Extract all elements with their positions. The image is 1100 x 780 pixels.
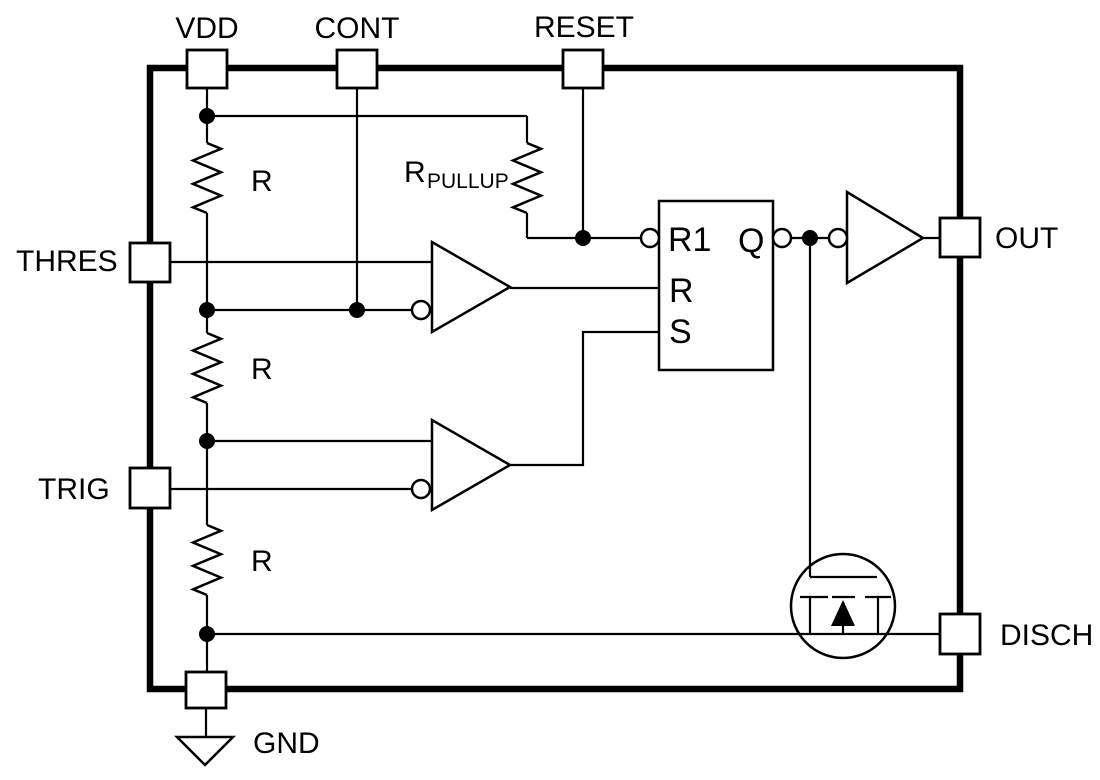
latch-s-label: S <box>669 313 692 351</box>
latch-q-label: Q <box>738 222 764 260</box>
resistor-top-label: R <box>251 165 273 198</box>
output-buffer <box>845 189 926 286</box>
latch-r1-input-bubble <box>639 227 661 249</box>
pin-disch <box>938 612 982 656</box>
pin-thres-label: THRES <box>16 245 118 278</box>
mosfet-body-circle <box>789 552 897 660</box>
pin-gnd <box>184 670 228 710</box>
ground-symbol <box>173 735 237 767</box>
pin-cont-label: CONT <box>315 12 400 45</box>
pin-reset <box>561 48 605 90</box>
junction-cont-node <box>349 302 365 318</box>
resistor-middle-label: R <box>251 353 273 386</box>
pin-thres <box>128 241 172 284</box>
resistor-divider-top <box>189 141 225 215</box>
resistor-bottom-label: R <box>251 545 273 578</box>
ic-boundary <box>146 64 964 693</box>
pin-trig-label: TRIG <box>38 473 110 506</box>
resistors <box>189 141 545 597</box>
junction-ref-lower-node <box>199 433 215 449</box>
junction-q-node <box>802 230 818 246</box>
pin-out <box>938 216 982 259</box>
mosfet-body-arrow <box>831 600 855 626</box>
resistor-pullup <box>509 141 545 215</box>
comparator-threshold-inverting-bubble <box>410 299 432 321</box>
resistor-pullup-subscript: PULLUP <box>427 170 509 193</box>
junction-dots <box>199 108 818 642</box>
comparator-trigger-inverting-bubble <box>410 478 432 500</box>
discharge-mosfet <box>789 552 897 660</box>
resistor-pullup-label: R <box>404 156 426 189</box>
junction-ref-upper-node <box>199 302 215 318</box>
pin-gnd-label: GND <box>253 727 320 760</box>
comparator-threshold <box>430 239 513 335</box>
junction-reset-node <box>575 230 591 246</box>
buffer-input-bubble <box>827 227 849 249</box>
pin-disch-label: DISCH <box>1000 619 1093 652</box>
resistor-divider-middle <box>189 331 225 405</box>
pin-vdd <box>185 48 229 90</box>
resistor-divider-bottom <box>189 523 225 597</box>
latch-q-output-bubble <box>771 227 793 249</box>
wire-comp2-out-to-latch-s <box>510 330 659 467</box>
sr-latch-box <box>657 199 775 372</box>
pin-vdd-label: VDD <box>175 12 238 45</box>
pin-squares <box>128 48 982 710</box>
latch-r-label: R <box>669 272 694 310</box>
pin-reset-label: RESET <box>534 11 634 44</box>
junction-vdd-node <box>199 108 215 124</box>
wires <box>170 88 941 737</box>
junction-discharge-node <box>199 626 215 642</box>
latch-r1-label: R1 <box>668 221 711 259</box>
pin-cont <box>335 48 379 90</box>
pin-out-label: OUT <box>995 222 1058 255</box>
pin-trig <box>128 466 172 510</box>
comparator-trigger <box>430 417 513 513</box>
